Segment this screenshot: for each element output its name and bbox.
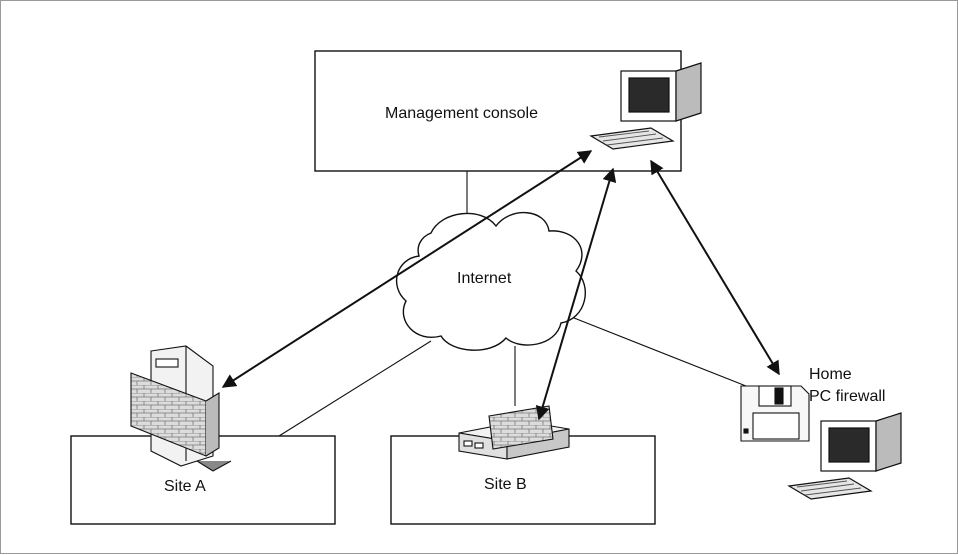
management-arrows (221, 150, 780, 421)
console-computer-icon (589, 62, 702, 150)
internet-site-a-link (278, 340, 432, 437)
home-label-line1: Home (809, 366, 852, 383)
internet-label: Internet (457, 270, 512, 287)
management-console-label: Management console (385, 105, 538, 122)
arrow-console-site-b (535, 167, 617, 421)
arrow-console-home (650, 159, 780, 376)
site-b-label: Site B (484, 476, 527, 493)
site-a-label: Site A (164, 478, 206, 495)
site-a-server-firewall-icon (130, 345, 232, 472)
arrow-console-site-a (221, 150, 593, 388)
home-floppy-disk-icon (740, 385, 810, 442)
internet-home-link (568, 315, 747, 387)
home-label-line2: PC firewall (809, 388, 885, 405)
home-pc-computer-icon (787, 412, 902, 500)
